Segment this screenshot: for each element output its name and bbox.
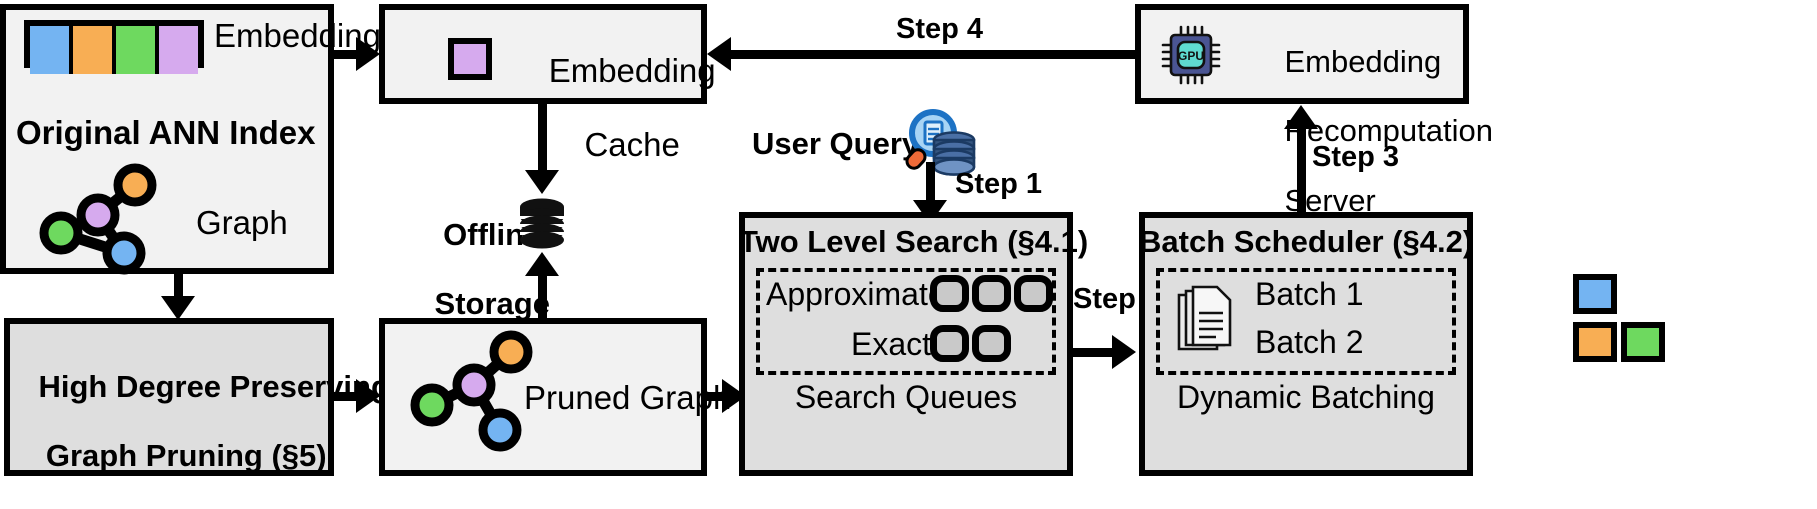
arrow-cache-to-storage-line	[538, 104, 547, 176]
embedding-cell-blue	[30, 26, 73, 74]
documents-stack-icon	[1177, 285, 1232, 351]
embedding-cache-title: Embedding Cache	[512, 16, 716, 201]
embedding-cell-orange	[73, 26, 116, 74]
search-queues-dashed-region	[756, 268, 1056, 375]
batch-2-item-orange	[1573, 322, 1617, 362]
two-level-search-box	[739, 212, 1073, 476]
dynamic-batching-footer: Dynamic Batching	[1177, 379, 1435, 415]
original-graph-label: Graph	[196, 204, 288, 241]
recomputation-server-line1: Embedding	[1284, 43, 1442, 79]
arrow-cache-to-storage-head	[525, 170, 559, 194]
exact-queue-slot-1[interactable]	[930, 325, 969, 362]
pruned-graph-label: Pruned Graph	[524, 379, 732, 416]
arrow-step1-line	[926, 162, 935, 210]
arrow-index-to-pruning-line	[174, 274, 183, 304]
search-queues-footer: Search Queues	[794, 379, 1018, 415]
arrow-step2-line	[1073, 348, 1123, 357]
diagram-canvas: Embedding Original ANN Index Graph Embed…	[0, 4, 1665, 476]
gpu-chip-icon: GPU	[1161, 25, 1221, 85]
embedding-cache-line2: Cache	[584, 125, 680, 163]
step4-label: Step 4	[896, 13, 984, 45]
batch-1-label: Batch 1	[1255, 276, 1364, 312]
embedding-cell-purple	[159, 26, 198, 74]
recomputation-server-line2: Recomputation	[1284, 113, 1493, 149]
arrow-pruning-to-pruned-line	[334, 392, 362, 401]
offline-storage-line2: Storage	[434, 286, 550, 322]
arrow-index-to-cache-line	[334, 50, 362, 59]
database-stack-icon	[932, 131, 976, 176]
original-graph-illustration	[39, 163, 157, 275]
arrow-pruned-to-storage-line	[538, 262, 547, 320]
batch-scheduler-title: Batch Scheduler (§4.2)	[1139, 224, 1474, 259]
arrow-step3-head	[1284, 105, 1318, 129]
batch-1-item-blue	[1573, 274, 1617, 314]
arrow-step4-head	[707, 37, 731, 71]
dynamic-batching-dashed-region	[1156, 268, 1456, 375]
approximate-queue-label: Approximate	[766, 276, 946, 312]
exact-queue-slot-2[interactable]	[972, 325, 1011, 362]
embedding-cache-chip-icon	[448, 38, 492, 80]
approximate-queue-slot-1[interactable]	[930, 275, 969, 312]
graph-pruning-title: High Degree Preserving Graph Pruning (§5…	[4, 335, 389, 509]
step3-label: Step 3	[1312, 141, 1400, 173]
embedding-cell-green	[116, 26, 159, 74]
arrow-pruned-to-search-line	[707, 392, 731, 401]
embedding-cache-box	[379, 4, 707, 104]
exact-queue-label: Exact	[851, 326, 932, 362]
step1-label: Step 1	[955, 168, 1043, 200]
embedding-cache-line1: Embedding	[548, 51, 716, 89]
arrow-index-to-cache-head	[356, 37, 380, 71]
pruned-graph-illustration	[410, 330, 533, 452]
gpu-chip-text: GPU	[1178, 49, 1204, 63]
arrow-step3-line	[1297, 122, 1306, 212]
approximate-queue-slot-3[interactable]	[1014, 275, 1053, 312]
graph-pruning-line2: Graph Pruning (§5)	[45, 438, 327, 474]
arrow-pruning-to-pruned-head	[356, 379, 380, 413]
recomputation-server-title: Embedding Recomputation Server	[1250, 10, 1493, 253]
user-query-label: User Query	[752, 126, 920, 161]
original-ann-index-title: Original ANN Index	[16, 114, 316, 151]
two-level-search-title: Two Level Search (§4.1)	[739, 224, 1089, 259]
recomputation-server-line3: Server	[1284, 182, 1376, 218]
arrow-step2-head	[1112, 335, 1136, 369]
batch-2-item-green	[1621, 322, 1665, 362]
arrow-index-to-pruning-head	[161, 296, 195, 320]
batch-2-label: Batch 2	[1255, 324, 1364, 360]
approximate-queue-slot-2[interactable]	[972, 275, 1011, 312]
arrow-step4-line	[730, 50, 1135, 59]
arrow-pruned-to-storage-head	[525, 252, 559, 276]
embedding-vector-strip	[24, 20, 204, 74]
database-cylinder-icon	[520, 198, 564, 249]
graph-pruning-box	[4, 318, 334, 476]
embedding-label: Embedding	[214, 17, 381, 54]
